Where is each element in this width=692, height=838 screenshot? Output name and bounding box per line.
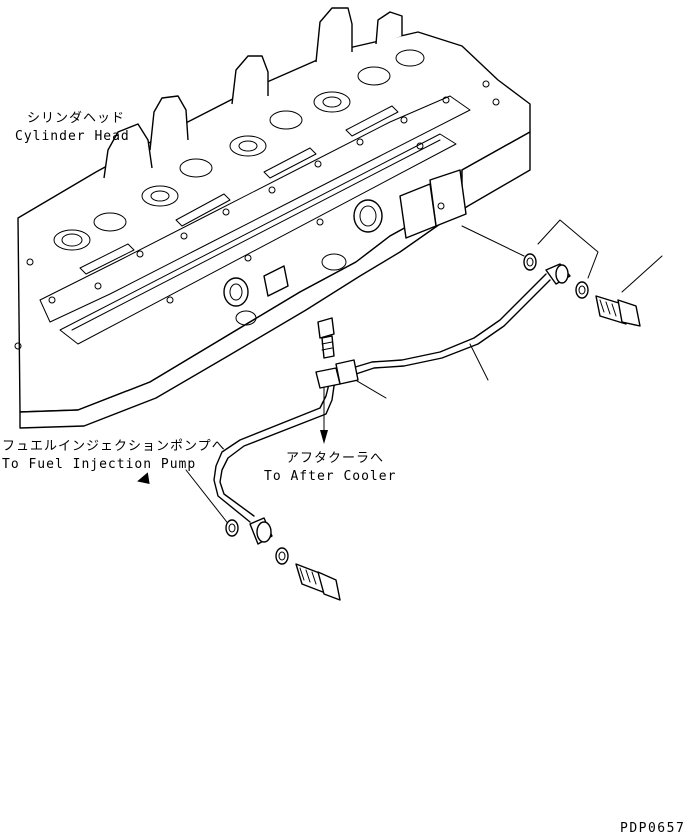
cylinder-head-label-en: Cylinder Head: [15, 129, 130, 144]
cylinder-head-label-jp: シリンダヘッド: [27, 111, 125, 126]
clamp-bolt: [317, 317, 335, 359]
fuel-tube: [213, 263, 571, 545]
after-cooler-label-en: To After Cooler: [264, 469, 396, 484]
after-cooler-label-jp: アフタクーラへ: [286, 451, 384, 466]
banjo-bolt-upper: [595, 295, 641, 327]
arrow-to-after-cooler: [320, 430, 328, 444]
cylinder-head: [14, 7, 531, 429]
banjo-bolt-lower: [295, 563, 341, 601]
fuel-pump-label-jp: フュエルインジェクションポンプへ: [2, 439, 226, 454]
washer-upper-right: [575, 281, 589, 299]
leader-lines: [185, 219, 663, 527]
washer-lower-left: [225, 519, 239, 537]
washer-lower-right: [275, 547, 289, 565]
washer-upper-left: [523, 253, 537, 271]
drawing-code: PDP0657: [620, 821, 685, 836]
arrow-to-fuel-pump: [137, 472, 150, 484]
fuel-pump-label-en: To Fuel Injection Pump: [2, 457, 196, 472]
